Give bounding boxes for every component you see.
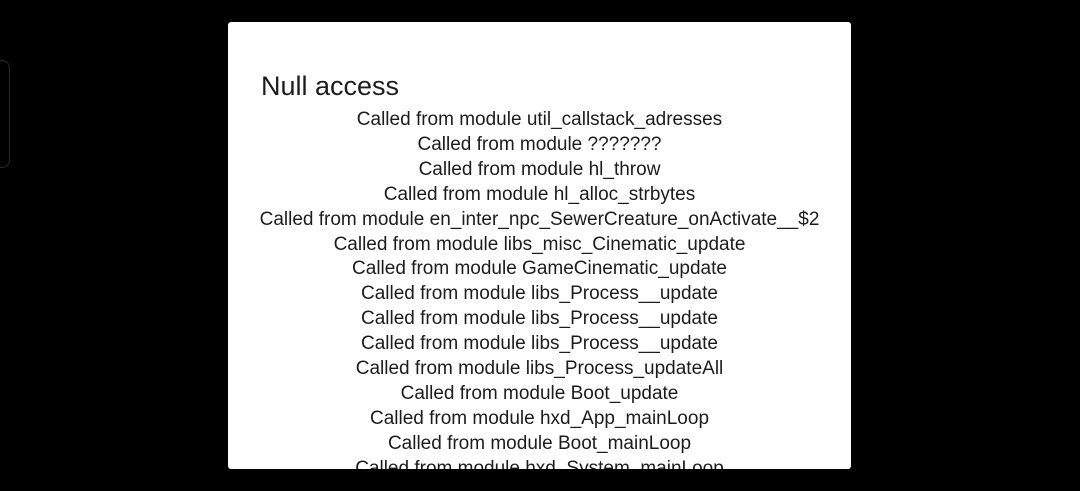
callstack-line: Called from module libs_Process__update [361, 283, 718, 305]
callstack-line: Called from module GameCinematic_update [352, 258, 727, 280]
callstack-line: Called from module libs_Process_updateAl… [355, 358, 724, 380]
callstack-line: Called from module libs_misc_Cinematic_u… [333, 233, 746, 255]
callstack-line: Called from module util_callstack_adress… [356, 109, 723, 130]
callstack-line: Called from module hxd_System_mainLoop [355, 457, 724, 469]
callstack-line: Called from module en_inter_npc_SewerCre… [259, 208, 820, 230]
offscreen-panel-edge [0, 60, 10, 168]
callstack-line: Called from module hxd_App_mainLoop [369, 407, 710, 429]
callstack-line: Called from module hl_throw [418, 158, 661, 180]
callstack-line: Called from module libs_Process__update [361, 333, 718, 355]
callstack-line: Called from module ??????? [417, 133, 662, 155]
dialog-title: Null access [261, 71, 400, 101]
callstack-list[interactable]: Called from module util_callstack_adress… [228, 108, 851, 469]
error-dialog: Null access Called from module util_call… [228, 22, 851, 469]
callstack-line: Called from module hl_alloc_strbytes [383, 183, 696, 205]
callstack-line: Called from module libs_Process__update [361, 308, 718, 330]
callstack-line: Called from module Boot_mainLoop [387, 432, 692, 454]
callstack-line: Called from module Boot_update [400, 382, 679, 404]
